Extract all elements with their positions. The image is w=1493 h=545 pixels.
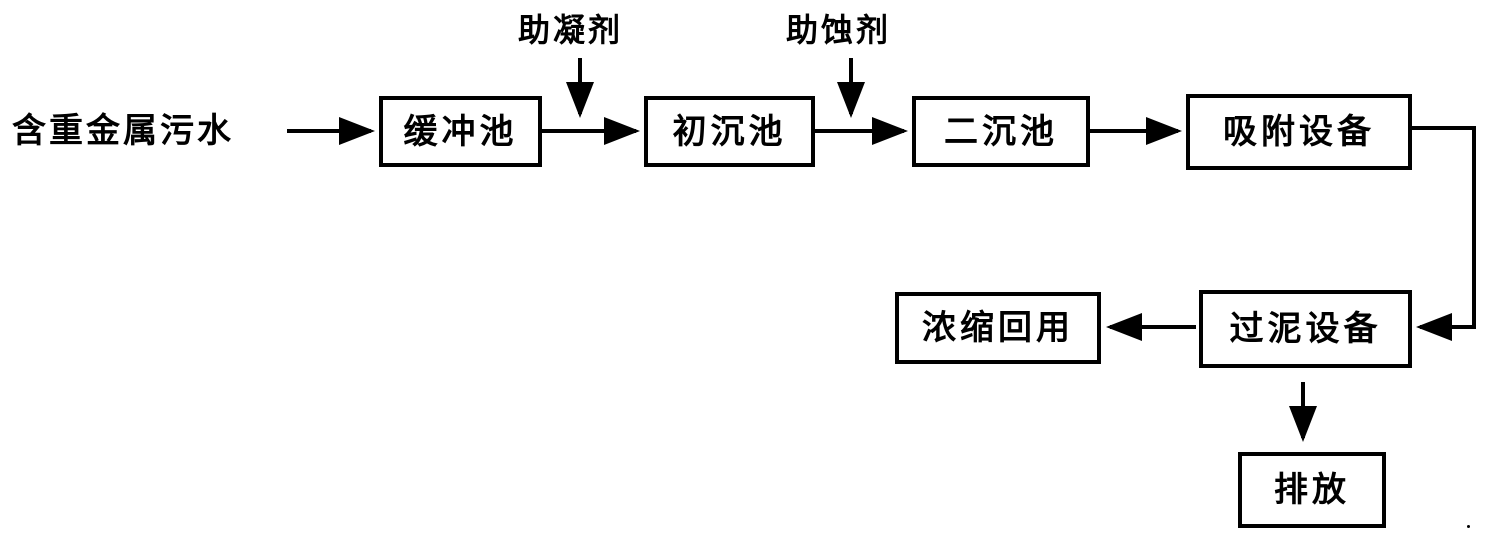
concentrate-reuse-node: 浓缩回用: [895, 292, 1101, 364]
coagulant-label: 助凝剂: [518, 11, 624, 49]
source-label: 含重金属污水: [12, 111, 234, 151]
secondary-settling-label: 二沉池: [944, 111, 1058, 152]
primary-settling-node: 初沉池: [644, 96, 815, 167]
sludge-filter-node: 过泥设备: [1199, 290, 1412, 368]
secondary-settling-node: 二沉池: [912, 96, 1090, 167]
stray-dot-mark: [1467, 525, 1470, 528]
adsorption-equipment-label: 吸附设备: [1223, 112, 1375, 152]
discharge-label: 排放: [1274, 470, 1350, 510]
concentrate-reuse-label: 浓缩回用: [922, 308, 1074, 348]
buffer-tank-node: 缓冲池: [379, 96, 542, 167]
discharge-node: 排放: [1238, 452, 1386, 528]
sludge-filter-label: 过泥设备: [1229, 309, 1382, 349]
adsorption-equipment-node: 吸附设备: [1186, 94, 1412, 170]
second-additive-label: 助蚀剂: [786, 11, 892, 49]
arrow-adsorption-to-sludge-filter: [1412, 126, 1476, 341]
primary-settling-label: 初沉池: [672, 111, 787, 152]
buffer-tank-label: 缓冲池: [403, 111, 518, 152]
